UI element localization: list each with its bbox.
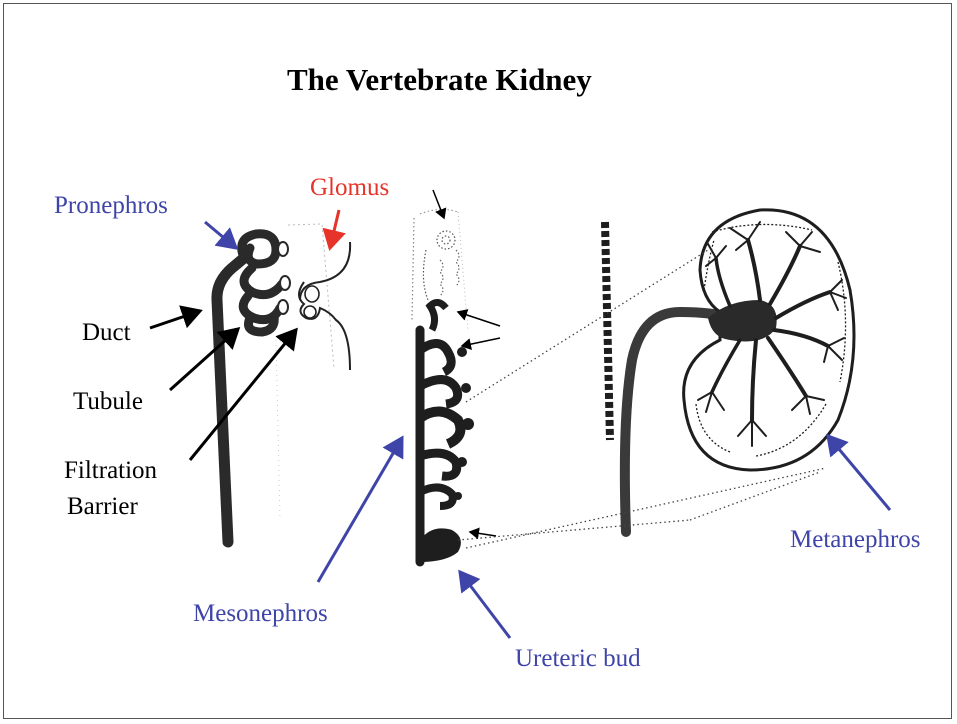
metanephros-label: Metanephros <box>790 527 921 552</box>
metanephros-drawing <box>458 210 854 548</box>
glomus-label: Glomus <box>310 175 389 200</box>
ureteric-bud-label: Ureteric bud <box>515 646 641 671</box>
mesonephros-label: Mesonephros <box>193 601 328 626</box>
pronephros-drawing <box>217 224 350 542</box>
pronephros-label: Pronephros <box>54 193 168 218</box>
filtration-label: Filtration <box>64 458 157 483</box>
tubule-label: Tubule <box>73 389 143 414</box>
duct-label: Duct <box>82 320 131 345</box>
mesonephros-drawing <box>412 190 500 562</box>
barrier-label: Barrier <box>67 494 138 519</box>
